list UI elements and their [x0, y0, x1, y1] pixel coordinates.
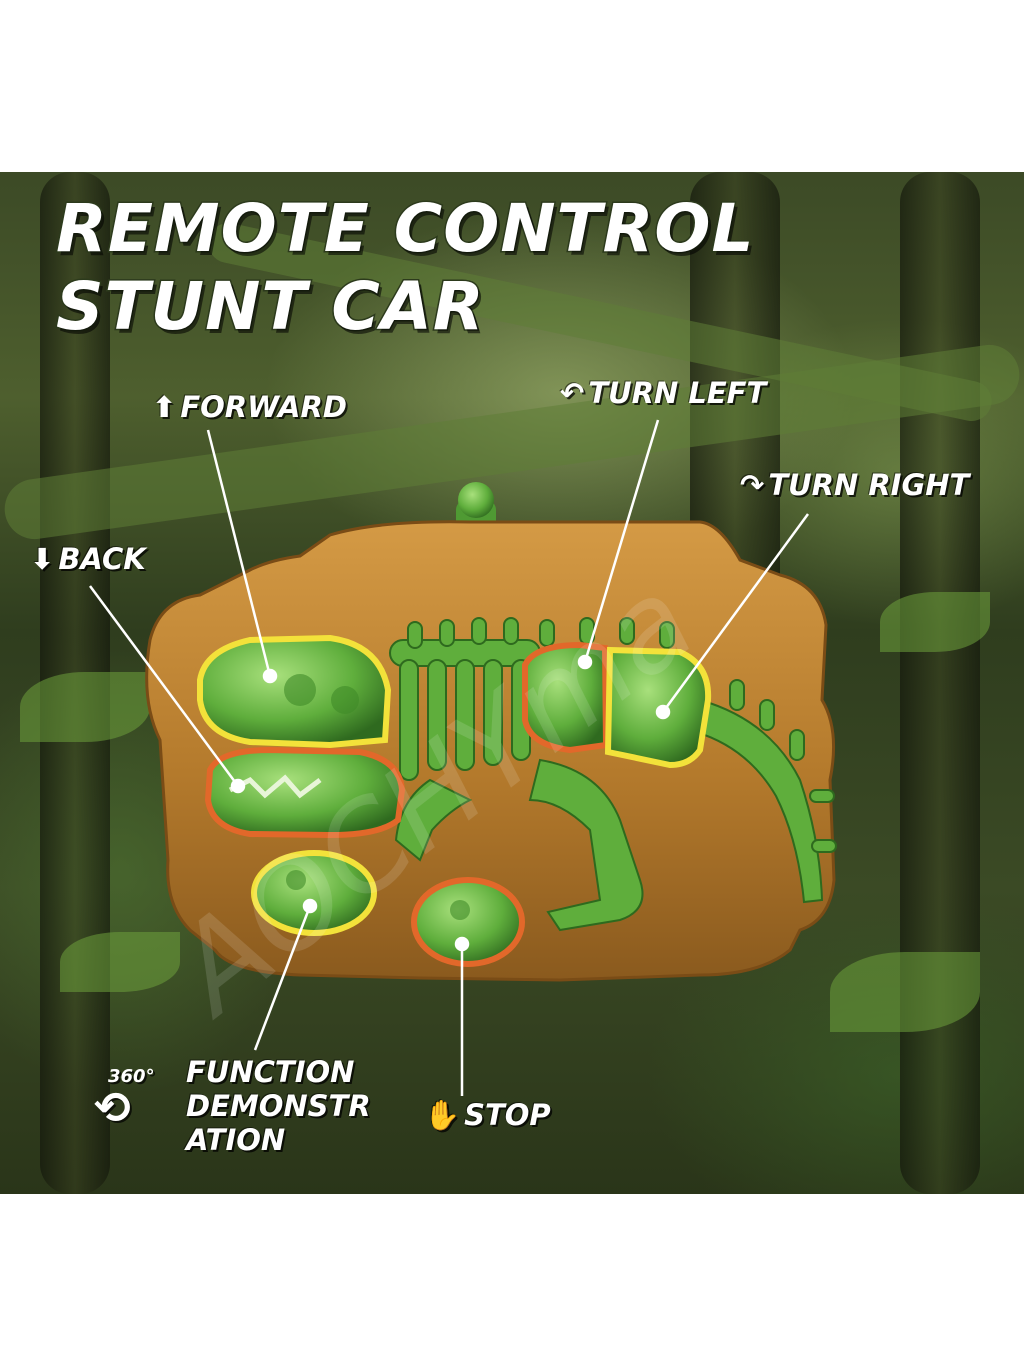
function-demonstration-label: FUNCTION DEMONSTR ATION: [186, 1055, 371, 1157]
turn-right-label: ↷TURN RIGHT: [740, 468, 969, 502]
forward-label: ⬆FORWARD: [152, 390, 347, 424]
turn-left-button[interactable]: [522, 641, 610, 754]
function-button[interactable]: [251, 850, 377, 936]
leaf: [830, 952, 980, 1032]
stop-label: ✋STOP: [424, 1098, 551, 1133]
function-label-line-1: FUNCTION: [186, 1055, 355, 1089]
turn-right-label-text: TURN RIGHT: [768, 468, 970, 502]
function-label-line-2: DEMONSTR: [186, 1089, 371, 1123]
hand-icon: ✋: [424, 1098, 461, 1132]
leaf: [880, 592, 990, 652]
leader-lines: [88, 419, 810, 1096]
arrow-up-icon: ⬆: [152, 390, 177, 424]
turn-left-label: ↶TURN LEFT: [560, 376, 766, 410]
forward-button[interactable]: [197, 634, 392, 749]
rotation-label: 360°: [108, 1066, 155, 1087]
back-label: ⬇BACK: [30, 542, 146, 576]
curved-arrow-left-icon: ↶: [560, 376, 585, 410]
stop-label-text: STOP: [464, 1098, 551, 1132]
turn-left-label-text: TURN LEFT: [588, 376, 767, 410]
product-photo: [0, 172, 1024, 1194]
function-label-line-3: ATION: [186, 1123, 286, 1157]
page-title: REMOTE CONTROL: [55, 189, 756, 269]
stop-button[interactable]: [411, 877, 525, 967]
dinosaur-skeleton: [389, 617, 837, 932]
page-subtitle: STUNT CAR: [55, 267, 486, 347]
back-label-text: BACK: [58, 542, 146, 576]
arrow-down-icon: ⬇: [30, 542, 55, 576]
leaf: [60, 932, 180, 992]
curved-arrow-right-icon: ↷: [740, 468, 765, 502]
forward-label-text: FORWARD: [180, 390, 347, 424]
back-button[interactable]: [204, 746, 406, 839]
rotate-360-icon: 360° ⟲: [94, 1066, 155, 1134]
leaf: [20, 672, 150, 742]
